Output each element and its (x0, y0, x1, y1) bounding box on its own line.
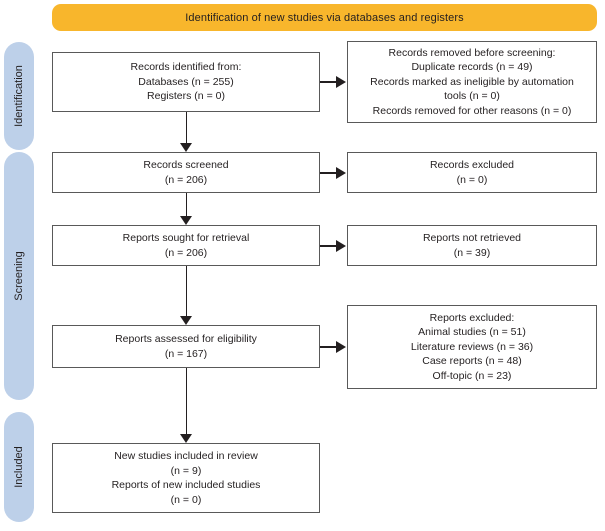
arrowhead-right-icon (336, 240, 346, 252)
arrowhead-down-icon (180, 143, 192, 152)
box-line: Reports sought for retrieval (122, 232, 250, 244)
box-line: Records excluded (429, 159, 515, 171)
box-line: Registers (n = 0) (147, 90, 225, 103)
box-line: (n = 167) (164, 347, 208, 360)
arrowhead-down-icon (180, 434, 192, 443)
box-records-identified: Records identified from: Databases (n = … (52, 52, 320, 112)
box-reports-sought-for-retrieval: Reports sought for retrieval (n = 206) (52, 225, 320, 266)
arrowhead-right-icon (336, 341, 346, 353)
box-line: Animal studies (n = 51) (418, 326, 526, 339)
box-reports-not-retrieved: Reports not retrieved (n = 39) (347, 225, 597, 266)
connector-identified-to-removed (320, 81, 338, 83)
box-line: Case reports (n = 48) (422, 355, 522, 368)
box-line: Duplicate records (n = 49) (411, 61, 533, 74)
connector-sought-to-assessed (185, 266, 188, 316)
banner-text: Identification of new studies via databa… (185, 11, 464, 24)
arrowhead-right-icon (336, 76, 346, 88)
box-new-studies-included: New studies included in review (n = 9) R… (52, 443, 320, 513)
connector-screened-to-sought (185, 193, 188, 216)
box-line: Records screened (143, 159, 229, 171)
arrowhead-down-icon (180, 316, 192, 325)
stage-label-included-text: Included (13, 446, 25, 488)
box-line: Literature reviews (n = 36) (410, 340, 534, 353)
box-line: tools (n = 0) (444, 90, 500, 103)
stage-label-identification: Identification (4, 42, 34, 150)
box-records-removed-before-screening: Records removed before screening: Duplic… (347, 41, 597, 123)
box-reports-excluded: Reports excluded: Animal studies (n = 51… (347, 305, 597, 389)
box-line: Reports of new included studies (111, 479, 261, 491)
box-line: (n = 0) (456, 173, 488, 186)
box-line: Records removed for other reasons (n = 0… (372, 104, 572, 117)
box-line: (n = 206) (164, 173, 208, 186)
connector-assessed-to-included (185, 368, 188, 434)
box-line: Databases (n = 255) (138, 75, 234, 88)
stage-label-included: Included (4, 412, 34, 522)
connector-screened-to-excluded (320, 172, 338, 174)
box-line: Records marked as ineligible by automati… (370, 75, 574, 88)
stage-label-screening: Screening (4, 152, 34, 400)
box-line: (n = 206) (164, 246, 208, 259)
box-line: Records identified from: (130, 61, 242, 74)
connector-sought-to-notretrieved (320, 245, 338, 247)
box-line: (n = 39) (453, 246, 491, 259)
box-line: (n = 0) (170, 493, 202, 506)
box-line: Reports not retrieved (422, 232, 522, 244)
box-line: (n = 9) (170, 464, 202, 477)
connector-assessed-to-repexcluded (320, 346, 338, 348)
arrowhead-right-icon (336, 167, 346, 179)
connector-identified-to-screened (185, 112, 188, 143)
box-reports-assessed-for-eligibility: Reports assessed for eligibility (n = 16… (52, 325, 320, 368)
box-line: Reports excluded: (429, 311, 515, 324)
diagram-banner-title: Identification of new studies via databa… (52, 4, 597, 31)
box-line: Records removed before screening: (388, 46, 556, 59)
stage-label-identification-text: Identification (13, 65, 26, 127)
arrowhead-down-icon (180, 216, 192, 225)
stage-label-screening-text: Screening (13, 251, 26, 301)
box-line: New studies included in review (114, 450, 258, 462)
box-records-screened: Records screened (n = 206) (52, 152, 320, 193)
box-records-excluded: Records excluded (n = 0) (347, 152, 597, 193)
box-line: Off-topic (n = 23) (432, 369, 512, 382)
box-line: Reports assessed for eligibility (115, 333, 257, 345)
